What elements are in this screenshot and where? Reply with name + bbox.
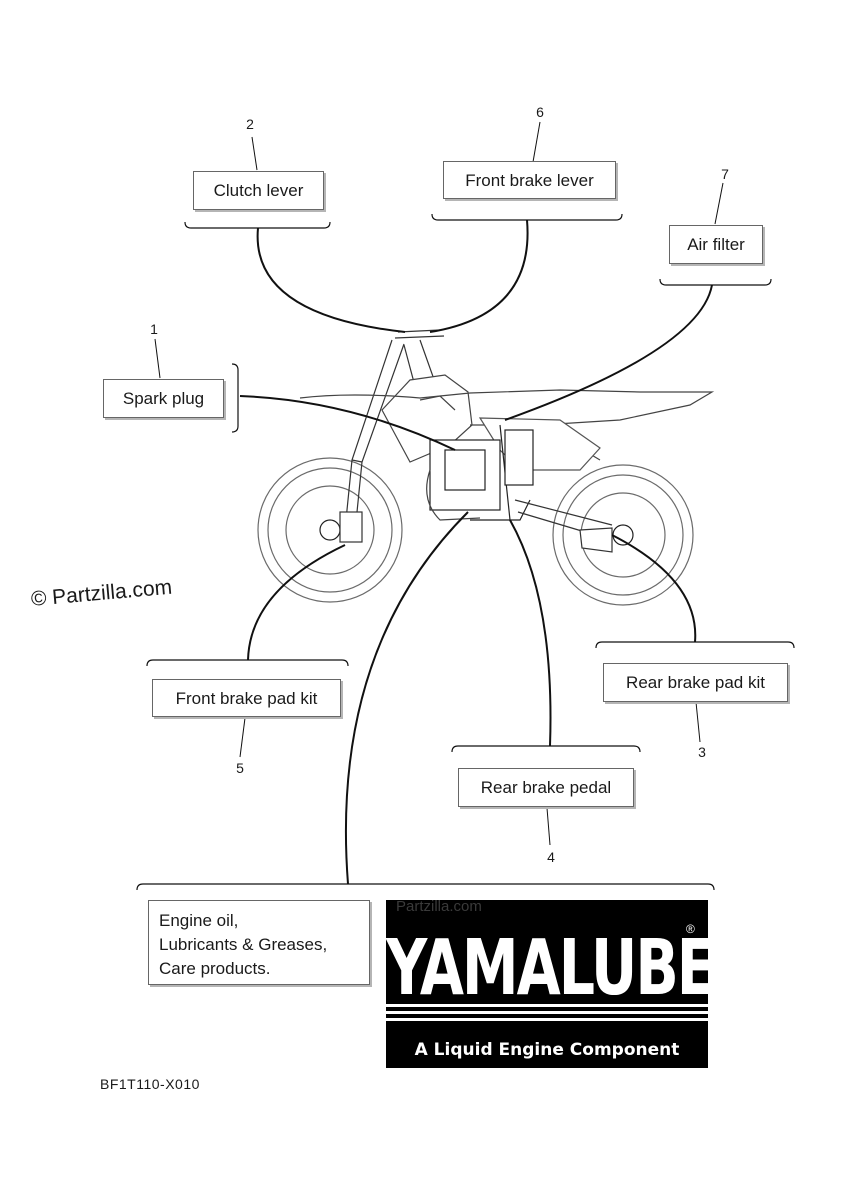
callout-number-3: 3 <box>698 744 706 760</box>
logo-wordmark: YAMALUBE <box>386 924 716 1014</box>
callout-number-4: 4 <box>547 849 555 865</box>
part-label-front-brake-pad-kit[interactable]: Front brake pad kit <box>152 679 341 717</box>
leader-line-front-brake-pad <box>247 544 346 661</box>
bracket-air-filter <box>659 278 772 286</box>
part-label-rear-brake-pad-kit[interactable]: Rear brake pad kit <box>603 663 788 702</box>
callout-number-6: 6 <box>536 104 544 120</box>
part-label-clutch-lever[interactable]: Clutch lever <box>193 171 324 210</box>
part-label-text: Rear brake pad kit <box>626 673 765 692</box>
swingarm-icon <box>514 499 613 553</box>
bracket-front-brake-lever <box>431 213 623 221</box>
lubricants-info-box[interactable]: Engine oil, Lubricants & Greases, Care p… <box>148 900 370 985</box>
front-wheel-icon <box>257 457 403 603</box>
part-label-text: Air filter <box>687 235 745 254</box>
exhaust-pipe-icon <box>426 469 481 521</box>
callout-number-7: 7 <box>721 166 729 182</box>
info-line: Care products. <box>159 959 271 978</box>
bracket-front-brake-pad <box>146 659 349 667</box>
front-fork-icon <box>339 339 405 543</box>
info-line: Lubricants & Greases, <box>159 935 328 954</box>
leader-line-rear-brake-pedal <box>509 519 552 747</box>
bracket-rear-brake-pedal <box>451 745 641 753</box>
part-label-text: Front brake lever <box>465 170 594 190</box>
part-label-text: Rear brake pedal <box>480 778 612 797</box>
leader-line-front-brake-lever <box>429 219 529 333</box>
callout-number-5: 5 <box>236 760 244 776</box>
diagram-code: BF1T110-X010 <box>100 1076 200 1092</box>
bracket-rear-brake-pad <box>595 641 795 649</box>
yamalube-logo: Partzilla.com YAMALUBE ® A Liquid Engine… <box>386 898 716 1068</box>
logo-tagline: A Liquid Engine Component <box>414 1040 680 1060</box>
bracket-lubricants <box>136 883 715 891</box>
rear-wheel-icon <box>552 464 694 606</box>
part-label-front-brake-lever[interactable]: Front brake lever <box>443 161 616 199</box>
leader-line-rear-brake-pad <box>611 534 697 643</box>
leader-line-air-filter <box>504 284 713 421</box>
info-line: Engine oil, <box>159 911 239 930</box>
brackets <box>136 213 795 891</box>
registered-mark: ® <box>686 922 695 936</box>
leader-line-clutch-lever <box>256 227 406 333</box>
part-label-spark-plug[interactable]: Spark plug <box>103 379 224 418</box>
leader-line-lubricants <box>344 511 469 885</box>
callout-number-2: 2 <box>246 116 254 132</box>
leader-lines <box>239 219 713 885</box>
bracket-spark-plug <box>231 363 239 433</box>
logo-stripes <box>386 1004 708 1025</box>
motorcycle-illustration <box>257 329 715 606</box>
part-label-text: Spark plug <box>122 389 205 408</box>
part-label-air-filter[interactable]: Air filter <box>669 225 763 264</box>
leader-line-spark-plug <box>239 395 456 451</box>
part-label-text: Clutch lever <box>213 181 304 200</box>
callout-number-1: 1 <box>150 321 158 337</box>
logo-watermark: Partzilla.com <box>396 898 482 915</box>
bracket-clutch-lever <box>184 221 331 229</box>
part-label-rear-brake-pedal[interactable]: Rear brake pedal <box>458 768 634 807</box>
number-ticks <box>154 121 724 846</box>
part-label-text: Front brake pad kit <box>175 688 318 708</box>
engine-icon <box>429 424 534 521</box>
